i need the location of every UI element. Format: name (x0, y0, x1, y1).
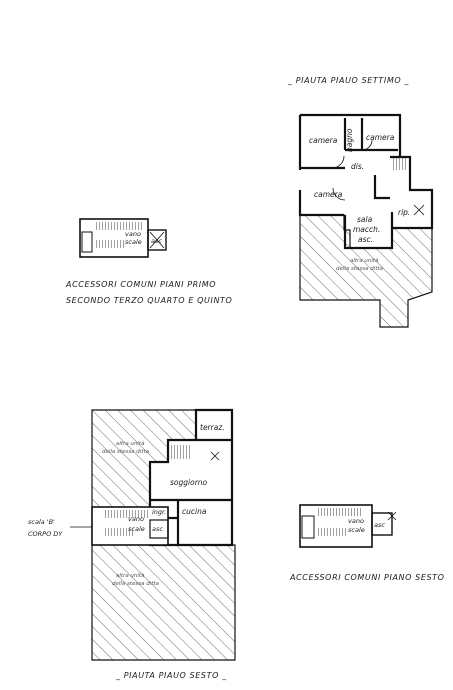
walls-settimo (298, 113, 434, 250)
stair-core-flight-lower (104, 528, 134, 536)
caption-accessori-line2: SECONDO TERZO QUARTO E QUINTO (66, 296, 232, 305)
lift-cross-sesto-b (387, 511, 397, 521)
rip-cross-b (413, 204, 425, 216)
label-scale: scale (125, 238, 142, 246)
room-label-sala: sala (357, 215, 373, 224)
room-label-camera-2: camera (366, 133, 395, 142)
room-label-macch: macch. (353, 225, 380, 234)
stair-core-flight-upper (104, 510, 148, 518)
plan-piano-sesto: terraz. soggiorno ingr. cucina asc vano … (91, 408, 236, 661)
label-vano-acc-sesto: vano (348, 517, 364, 525)
room-label-camera-3: camera (314, 190, 343, 199)
label-vano-sesto: vano (128, 515, 144, 523)
label-vano: vano (125, 230, 141, 238)
lift-shaft (147, 229, 167, 251)
walls-sesto (148, 408, 234, 547)
plan-accessori-piani-primo-quinto: vano scale asc (79, 218, 167, 258)
note-altra-unita-1: altra unità (350, 257, 379, 264)
stair-block-sesto-landing (301, 515, 315, 539)
note-altra-unita-top-2: della stessa ditta (102, 449, 150, 455)
room-label-dis: dis. (351, 162, 364, 171)
plan-accessori-piano-sesto: vano scale asc (299, 504, 397, 548)
sesto-cross-b (210, 451, 220, 461)
stair-flight-lower (94, 240, 124, 248)
room-label-cucina: cucina (182, 507, 207, 516)
door-arc-3 (361, 139, 373, 151)
title-piano-sesto: _ PIAUTA PIAUO SESTO _ (115, 671, 227, 680)
stair-block-sesto-flight-lower (316, 528, 346, 536)
lift-shaft-accessori-sesto (371, 512, 393, 536)
room-label-bagno: bagno (345, 128, 354, 152)
stair-block-sesto-flight-upper (316, 508, 362, 516)
note-altra-unita-top-1: altra unità (116, 440, 145, 447)
room-label-rip: rip. (398, 208, 410, 217)
door-arc-1 (331, 155, 345, 169)
label-asc: asc (151, 237, 162, 245)
stair-flight-upper (94, 222, 142, 230)
room-label-terraz: terraz. (200, 423, 225, 432)
lift-shaft-sesto (149, 519, 169, 539)
note-altra-unita-2: della stessa ditta (336, 266, 384, 272)
room-label-ingr: ingr. (152, 508, 166, 516)
stair-landing (81, 231, 93, 253)
label-asc-acc-sesto: asc (374, 521, 385, 529)
stair-sesto (170, 445, 190, 459)
room-label-camera-1: camera (309, 136, 338, 145)
side-label-scala-b: scala 'B' (28, 518, 55, 526)
label-scale-sesto: scale (128, 525, 145, 533)
room-label-asc-sesto: asc (152, 525, 163, 533)
lift-cross-b (149, 231, 165, 249)
plan-piano-settimo: camera bagno camera dis. camera rip. sal… (298, 113, 434, 328)
stair-settimo (392, 158, 408, 170)
caption-accessori-line1: ACCESSORI COMUNI PIANI PRIMO (65, 280, 216, 289)
title-piano-settimo: _ PIAUTA PIAUO SETTIMO _ (287, 76, 409, 85)
label-scale-acc-sesto: scale (348, 526, 365, 534)
note-altra-unita-bottom-2: della stessa ditta (112, 581, 160, 587)
caption-accessori-sesto: ACCESSORI COMUNI PIANO SESTO (289, 573, 445, 582)
note-altra-unita-bottom-1: altra unità (116, 572, 145, 579)
room-label-soggiorno: soggiorno (170, 478, 208, 487)
door-arc-2 (332, 187, 346, 201)
room-label-asc: asc. (358, 235, 373, 244)
side-label-corpo-dy: CORPO DY (28, 530, 63, 538)
